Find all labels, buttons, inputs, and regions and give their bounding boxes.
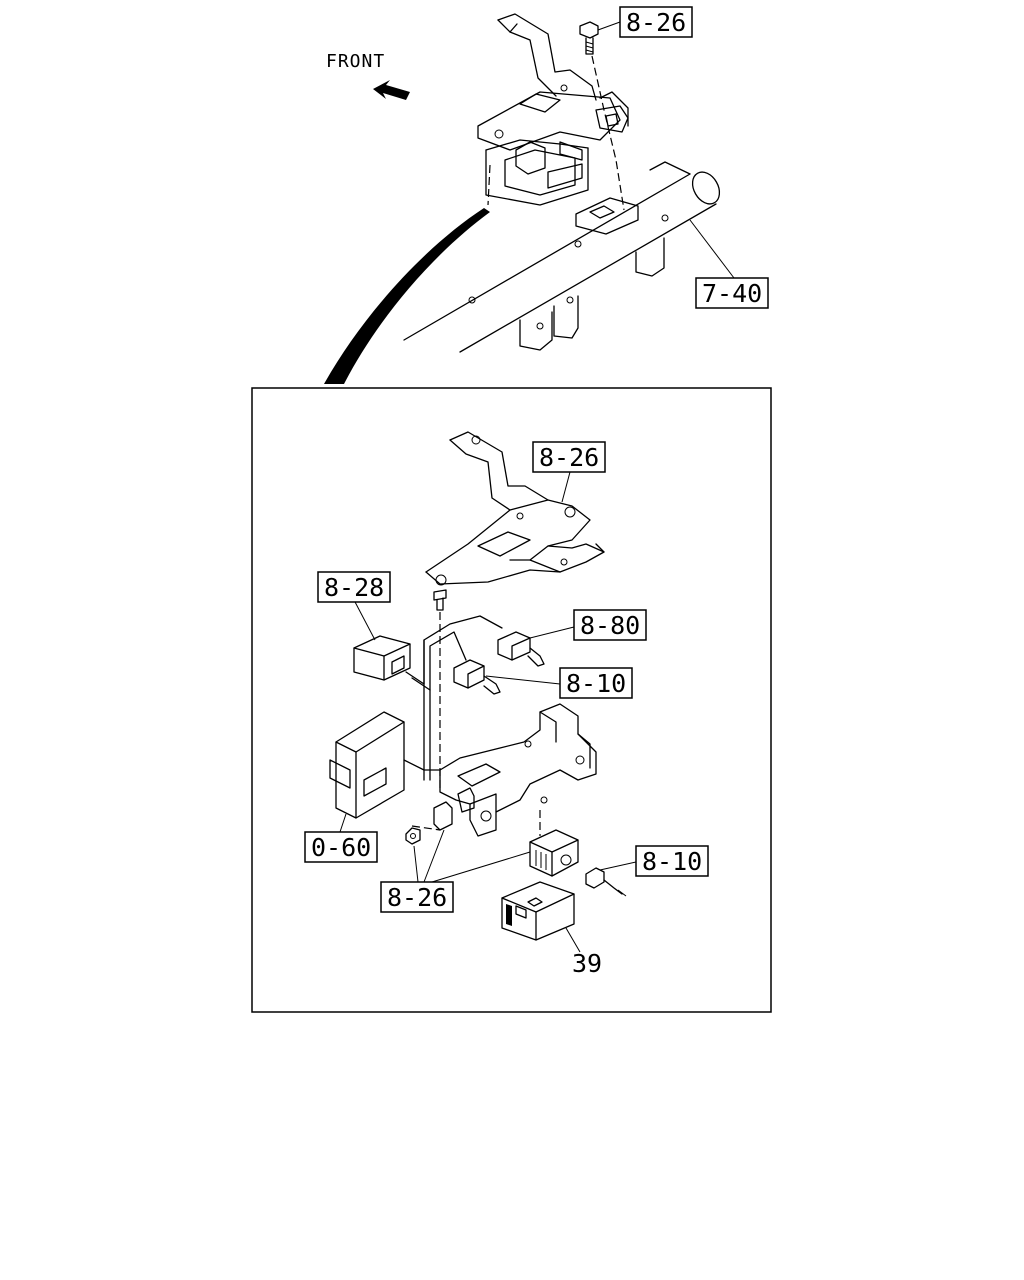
callout-control-unit: 0-60	[304, 831, 378, 863]
screw-icon	[433, 589, 447, 611]
bolt-icon	[579, 21, 599, 55]
front-arrow-icon	[373, 80, 410, 100]
relay-module	[353, 635, 411, 681]
svg-text:8-26: 8-26	[539, 443, 599, 472]
svg-text:0-60: 0-60	[311, 833, 371, 862]
svg-text:8-10: 8-10	[642, 847, 702, 876]
callout-inset-bracket: 8-26	[532, 441, 606, 473]
relay-box	[529, 829, 579, 877]
svg-text:8-10: 8-10	[566, 669, 626, 698]
lower-bracket	[433, 703, 597, 837]
inset-bracket	[425, 431, 605, 586]
svg-text:8-28: 8-28	[324, 573, 384, 602]
front-label: FRONT	[326, 51, 385, 72]
svg-text:8-26: 8-26	[626, 8, 686, 37]
crossmember-beam	[403, 161, 721, 353]
svg-text:8-80: 8-80	[580, 611, 640, 640]
svg-text:8-26: 8-26	[387, 883, 447, 912]
control-unit	[329, 711, 441, 819]
upper-bracket-assembly	[477, 13, 629, 206]
callout-top-bolt: 8-26	[619, 6, 693, 38]
relay-cover	[501, 881, 575, 941]
callout-crossmember: 7-40	[695, 277, 769, 309]
detail-inset-frame	[251, 387, 772, 1013]
small-connector	[585, 867, 627, 897]
bolt-guide-line	[591, 55, 625, 211]
detail-leader-arrow	[324, 208, 490, 384]
callout-relay: 8-28	[317, 571, 391, 603]
nut-icon	[405, 827, 421, 845]
callout-connector-a: 8-80	[573, 609, 647, 641]
fastener-leaders	[413, 829, 531, 883]
wiring-harness	[405, 612, 503, 790]
callout-fasteners: 8-26	[380, 881, 454, 913]
callout-cover: 39	[572, 949, 602, 978]
connector-8-80	[497, 631, 545, 667]
svg-text:7-40: 7-40	[702, 279, 762, 308]
callout-small-connector: 8-10	[635, 845, 709, 877]
connector-8-10	[453, 659, 501, 695]
callout-connector-b: 8-10	[559, 667, 633, 699]
